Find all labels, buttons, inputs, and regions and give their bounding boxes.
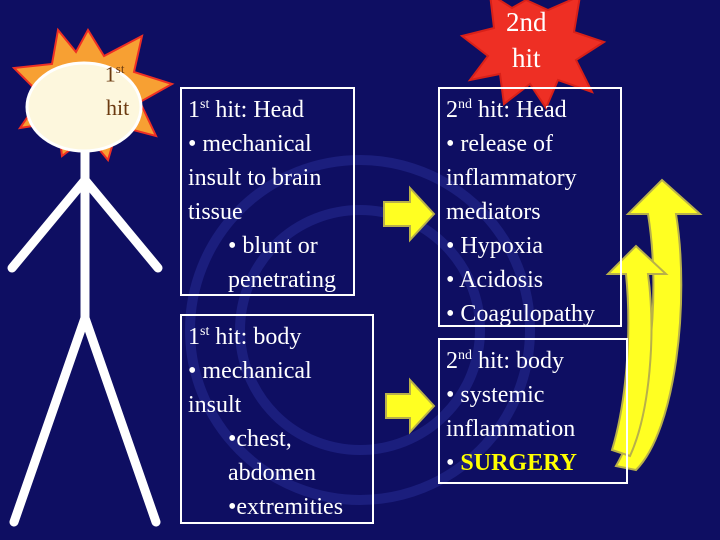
curved-arrow-body-to-head-inner — [605, 244, 669, 458]
head-second-hit-title: 2nd hit: Head — [446, 97, 567, 123]
body-first-hit-line3: •chest, — [228, 426, 292, 452]
first-hit-burst-sup: st — [115, 61, 125, 76]
stick-figure-right-leg — [80, 313, 161, 527]
stick-figure-head — [25, 61, 143, 153]
head-second-hit-line2: inflammatory — [446, 165, 577, 191]
head-first-hit-line5: penetrating — [228, 267, 336, 293]
head-second-hit-line6: • Coagulopathy — [446, 301, 596, 327]
body-first-hit-line4: abdomen — [228, 460, 316, 486]
head-second-hit-line5: • Acidosis — [446, 267, 544, 293]
head-first-hit-line4: • blunt or — [228, 233, 318, 259]
body-first-hit-line5: •extremities — [228, 494, 344, 520]
stick-figure-left-arm — [7, 175, 90, 273]
head-first-hit-box: 1st hit: Head • mechanical insult to bra… — [180, 87, 355, 296]
second-hit-burst-line1: 2nd — [506, 7, 547, 37]
arrow-head-first-to-second — [383, 185, 436, 243]
head-first-hit-line1: • mechanical — [188, 131, 312, 157]
head-first-hit-line2: insult to brain — [188, 165, 322, 191]
stick-figure-right-arm — [80, 175, 163, 273]
body-second-hit-line3: • SURGERY — [446, 450, 577, 476]
second-hit-burst-label: 2nd hit — [506, 4, 547, 76]
body-first-hit-line1: • mechanical — [188, 358, 312, 384]
body-second-hit-box: 2nd hit: body • systemic inflammation • … — [438, 338, 628, 484]
body-second-hit-line1: • systemic — [446, 382, 545, 408]
head-second-hit-line1: • release of — [446, 131, 554, 157]
head-first-hit-title: 1st hit: Head — [188, 97, 304, 123]
second-hit-starburst-icon — [459, 0, 607, 111]
first-hit-burst-number: 1 — [104, 61, 116, 87]
second-hit-burst-line2: hit — [511, 43, 541, 73]
watermark — [185, 155, 535, 505]
arrow-body-first-to-second — [385, 377, 436, 435]
first-hit-burst-word: hit — [106, 95, 130, 121]
body-first-hit-title: 1st hit: body — [188, 324, 302, 350]
stick-figure — [7, 143, 163, 527]
body-first-hit-line2: insult — [188, 392, 242, 418]
first-hit-burst-label: 1st hit — [100, 52, 129, 125]
head-second-hit-line4: • Hypoxia — [446, 233, 544, 259]
body-second-hit-title: 2nd hit: body — [446, 348, 565, 374]
head-first-hit-line3: tissue — [188, 199, 243, 225]
surgery-highlight: SURGERY — [460, 450, 577, 476]
head-second-hit-line3: mediators — [446, 199, 541, 225]
stick-figure-left-leg — [9, 313, 90, 527]
body-first-hit-box: 1st hit: body • mechanical insult •chest… — [180, 314, 374, 524]
body-second-hit-line2: inflammation — [446, 416, 576, 442]
head-second-hit-box: 2nd hit: Head • release of inflammatory … — [438, 87, 622, 327]
